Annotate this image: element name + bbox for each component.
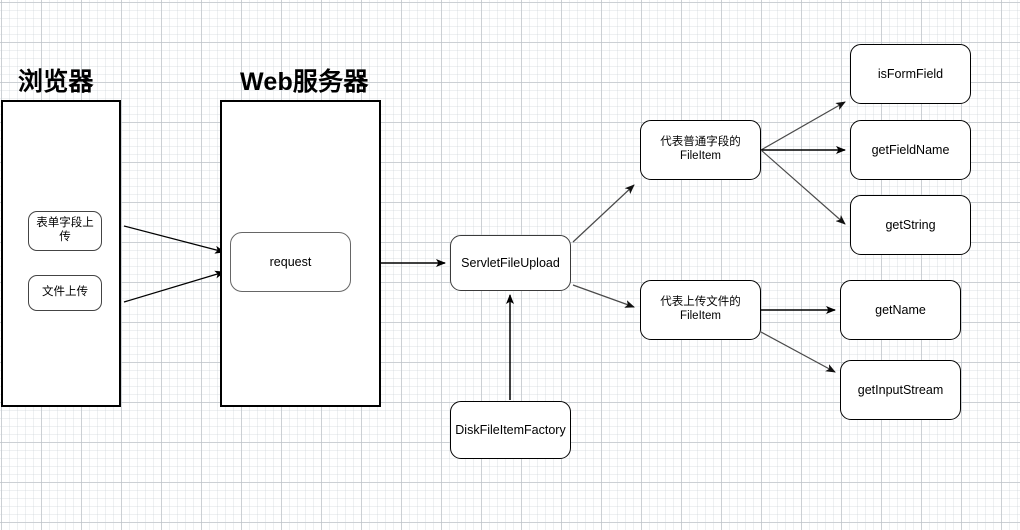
node-file-fileitem-line2: FileItem — [680, 310, 721, 322]
edge-field-fileitem-to-isformfield — [760, 101, 846, 151]
node-disk-file-item-factory[interactable]: DiskFileItemFactory — [450, 401, 571, 459]
browser-container — [1, 100, 121, 407]
node-file-upload[interactable]: 文件上传 — [28, 275, 102, 311]
node-is-form-field[interactable]: isFormField — [850, 44, 971, 104]
edge-field-fileitem-to-getstring — [760, 149, 846, 225]
node-field-fileitem-line1: 代表普通字段的 — [660, 136, 741, 149]
node-file-fileitem[interactable]: 代表上传文件的 FileItem — [640, 280, 761, 340]
node-field-fileitem-line2: FileItem — [680, 150, 721, 162]
group-title-browser: 浏览器 — [18, 68, 94, 96]
node-request[interactable]: request — [230, 232, 351, 292]
group-title-web-server: Web服务器 — [240, 68, 369, 96]
edge-servletfileupload-to-field-fileitem — [572, 184, 635, 243]
node-servlet-file-upload[interactable]: ServletFileUpload — [450, 235, 571, 291]
node-get-input-stream[interactable]: getInputStream — [840, 360, 961, 420]
node-get-string[interactable]: getString — [850, 195, 971, 255]
edge-file-fileitem-to-getinputstream — [760, 331, 836, 373]
edge-formfield-to-request — [123, 225, 225, 254]
edge-servletfileupload-to-file-fileitem — [572, 284, 635, 308]
node-field-fileitem[interactable]: 代表普通字段的 FileItem — [640, 120, 761, 180]
node-form-field-upload[interactable]: 表单字段上传 — [28, 211, 102, 251]
node-get-field-name[interactable]: getFieldName — [850, 120, 971, 180]
edge-fileupload-to-request — [123, 270, 225, 303]
node-file-fileitem-line1: 代表上传文件的 — [660, 296, 741, 309]
node-get-name[interactable]: getName — [840, 280, 961, 340]
